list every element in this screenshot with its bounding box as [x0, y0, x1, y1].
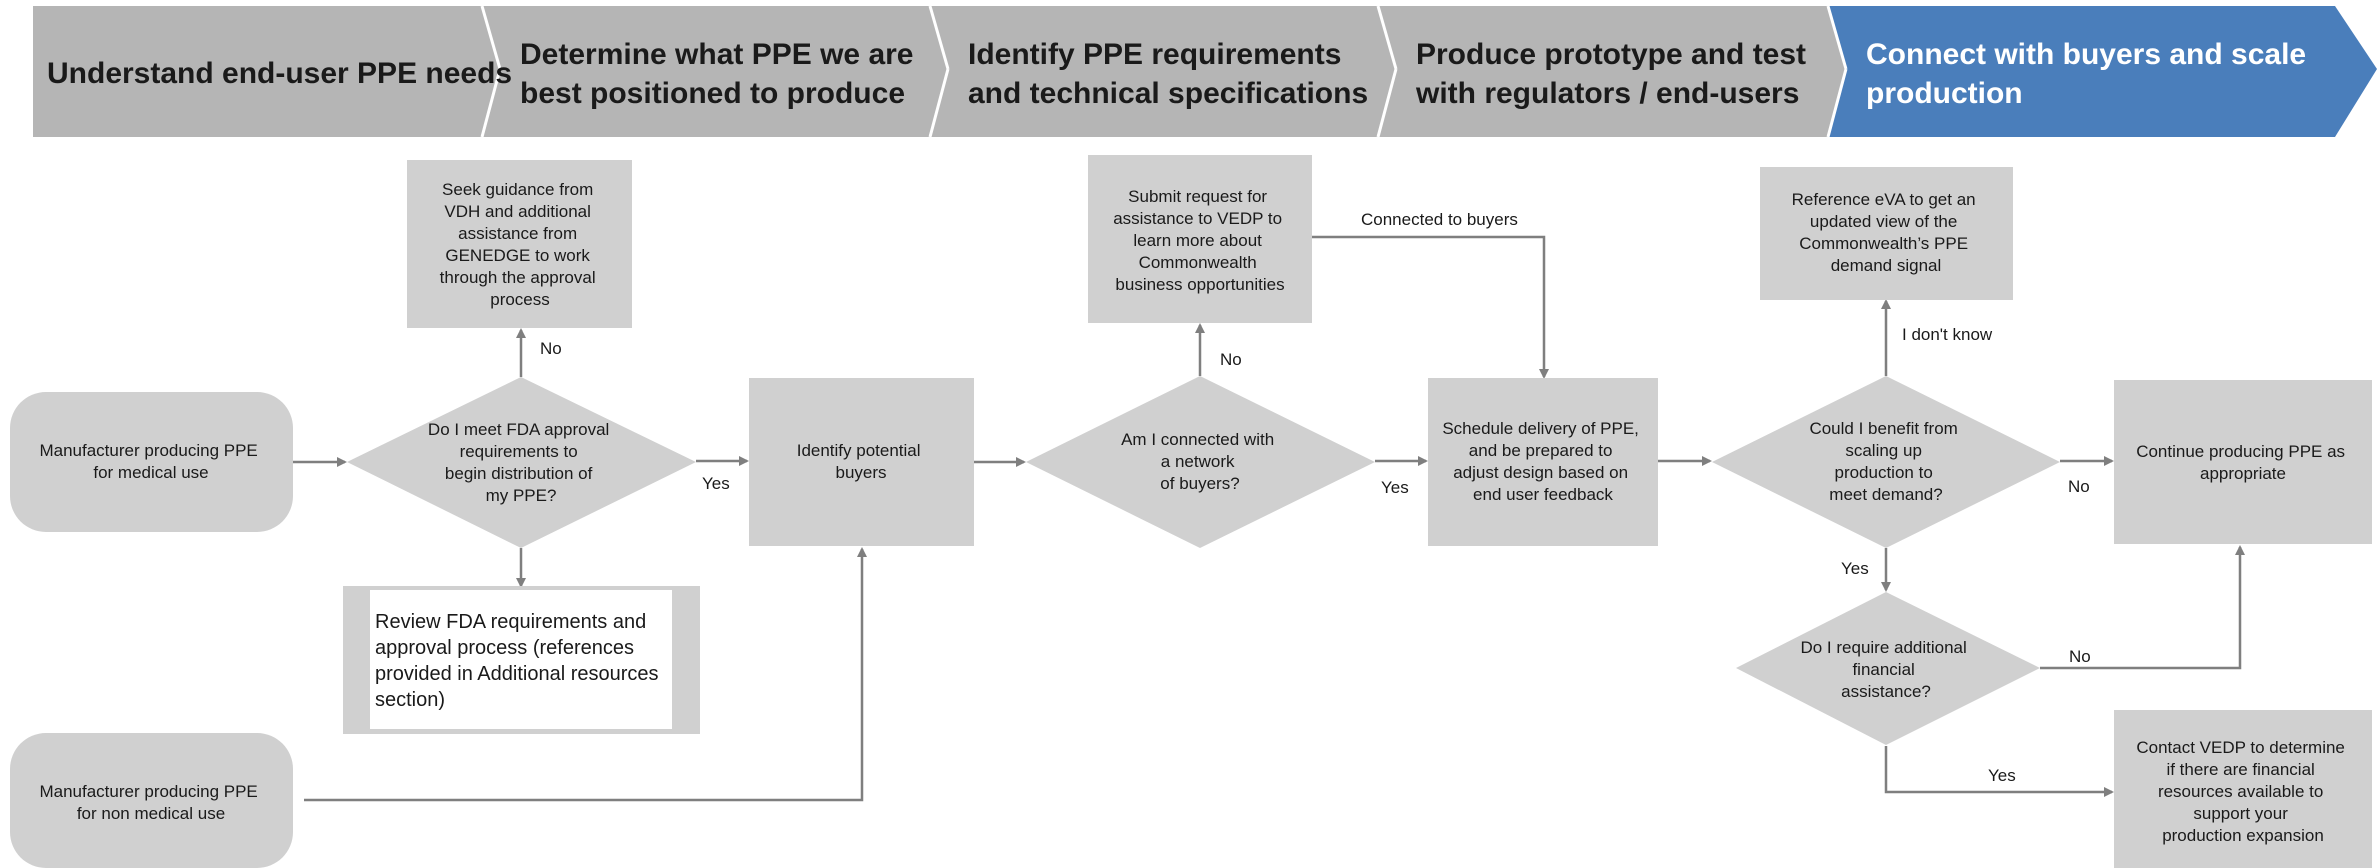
node-identify-buyers-label: Identify potential buyers — [797, 441, 926, 482]
node-manufacturer-nonmedical-label: Manufacturer producing PPE for non medic… — [39, 782, 262, 823]
phase-banner: Understand end-user PPE needs Determine … — [33, 5, 2377, 138]
node-manufacturer-medical — [10, 392, 293, 532]
phase-chevron-1 — [33, 6, 500, 137]
node-reference-eva — [1760, 167, 2013, 300]
decision-buyer-network-label: Am I connected with a network of buyers? — [1121, 430, 1279, 493]
edge-label-financial-no: No — [2069, 647, 2091, 666]
phase-title-4: Produce prototype and test with regulato… — [1415, 38, 1814, 110]
node-continue-producing — [2114, 380, 2372, 544]
edge-label-network-no: No — [1220, 350, 1242, 369]
phase-title-5: Connect with buyers and scale production — [1866, 38, 2314, 110]
phase-title-2: Determine what PPE we are best positione… — [520, 38, 922, 110]
node-seek-guidance — [407, 160, 632, 328]
connectors — [293, 235, 2245, 802]
node-contact-vedp — [2114, 710, 2372, 868]
edge-label-connected: Connected to buyers — [1361, 210, 1518, 229]
edge-label-fda-no: No — [540, 339, 562, 358]
node-seek-guidance-label: Seek guidance from VDH and additional as… — [440, 180, 601, 309]
edge-label-scale-yes: Yes — [1841, 559, 1869, 578]
node-schedule-delivery — [1428, 378, 1658, 546]
node-manufacturer-medical-label: Manufacturer producing PPE for medical u… — [39, 441, 262, 482]
edge-connected-to-buyers — [1312, 235, 1549, 379]
phase-chevron-5 — [1828, 6, 2377, 137]
node-review-fda-inner — [370, 590, 672, 729]
phase-chevron-2 — [482, 6, 948, 137]
node-review-fda-label: Review FDA requirements and approval pro… — [375, 611, 664, 711]
edge-financial-no — [2040, 545, 2245, 670]
decision-financial-assistance — [1736, 592, 2040, 745]
node-contact-vedp-label: Contact VEDP to determine if there are f… — [2136, 738, 2349, 845]
node-submit-vedp — [1088, 155, 1312, 323]
node-manufacturer-nonmedical — [10, 733, 293, 868]
edge-label-fda-yes: Yes — [702, 474, 730, 493]
edge-financial-yes — [1884, 746, 2114, 797]
node-reference-eva-label: Reference eVA to get an updated view of … — [1792, 190, 1981, 275]
edge-nonmedical-to-buyers — [304, 547, 867, 802]
edge-label-network-yes: Yes — [1381, 478, 1409, 497]
edge-label-financial-yes: Yes — [1988, 766, 2016, 785]
edge-label-scale-no: No — [2068, 477, 2090, 496]
decision-buyer-network — [1026, 376, 1375, 548]
decision-financial-assistance-label: Do I require additional financial assist… — [1800, 638, 1971, 701]
phase-chevron-3 — [930, 6, 1396, 137]
edge-labels: No Yes No Yes Connected to buyers I don'… — [540, 210, 2091, 785]
edge-label-scale-idk: I don't know — [1902, 325, 1993, 344]
nodes: Manufacturer producing PPE for medical u… — [10, 155, 2372, 868]
node-continue-producing-label: Continue producing PPE as appropriate — [2136, 442, 2350, 483]
node-schedule-delivery-label: Schedule delivery of PPE, and be prepare… — [1442, 419, 1643, 504]
decision-scale-production — [1712, 376, 2060, 548]
phase-title-3: Identify PPE requirements and technical … — [968, 38, 1368, 110]
phase-chevron-4 — [1378, 6, 1846, 137]
node-identify-buyers — [749, 378, 974, 546]
node-submit-vedp-label: Submit request for assistance to VEDP to… — [1113, 187, 1287, 294]
decision-fda-approval-label: Do I meet FDA approval requirements to b… — [428, 420, 614, 505]
phase-title-1: Understand end-user PPE needs — [47, 57, 512, 90]
decision-scale-production-label: Could I benefit from scaling up producti… — [1809, 419, 1962, 504]
decision-fda-approval — [347, 377, 696, 548]
